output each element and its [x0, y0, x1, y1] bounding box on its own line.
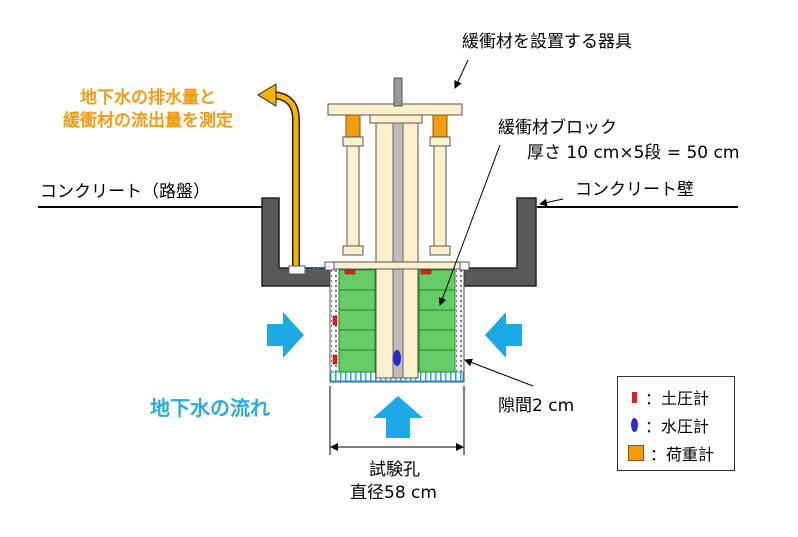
lid-clamp-right: [459, 261, 470, 271]
water-pressure-gauge-icon: [631, 418, 638, 432]
drain-inlet: [288, 265, 306, 275]
device-leader: [454, 59, 469, 89]
post-cap-right: [429, 136, 451, 147]
device-label: 緩衝材を設置する器具: [462, 32, 632, 52]
block-leader: [438, 144, 501, 306]
buffer-blocks: [338, 269, 456, 373]
flow-arrow-left: [267, 312, 304, 358]
pavement-label: コンクリート（路盤）: [40, 182, 210, 202]
legend-item-earth-pressure: ：土圧計: [628, 385, 709, 409]
block-label: 緩衝材ブロック: [498, 118, 617, 138]
water-pressure-gauge: [393, 350, 401, 366]
post-cap-left: [342, 136, 364, 147]
gap-leader: [464, 358, 534, 387]
post-left: [346, 145, 360, 247]
load-cell-right: [432, 114, 448, 138]
column-collar: [369, 114, 423, 124]
flow-label: 地下水の流れ: [150, 396, 270, 420]
wall-leader: [539, 198, 564, 207]
lid-plate: [329, 261, 465, 270]
hole-diameter: 直径58 cm: [350, 483, 437, 503]
drain-arrow-head: [257, 83, 277, 107]
center-rod: [392, 122, 404, 379]
measure-label-line2: 緩衝材の流出量を測定: [63, 111, 233, 131]
post-base-left: [342, 245, 364, 256]
earth-pressure-gauge-icon: [632, 391, 637, 403]
post-base-right: [429, 245, 451, 256]
load-cell-icon: [628, 445, 644, 461]
legend-item-load-cell: ：荷重計: [628, 441, 714, 465]
earth-pressure-gauges: [332, 269, 432, 365]
gap-right: [456, 270, 463, 378]
flow-arrow-up: [373, 396, 423, 438]
load-cell-left: [345, 114, 361, 138]
drain-hose: [304, 265, 331, 271]
flow-arrow-right: [485, 312, 522, 358]
wall-label: コンクリート壁: [575, 180, 694, 200]
legend-item-water-pressure: ：水圧計: [628, 413, 709, 437]
block-dims: 厚さ 10 cm×5段 = 50 cm: [527, 143, 740, 163]
gap-label: 隙間2 cm: [498, 396, 575, 416]
measure-label-line1: 地下水の排水量と: [80, 88, 216, 108]
post-right: [433, 145, 447, 247]
center-rod-top: [393, 77, 403, 107]
hole-label: 試験孔: [369, 460, 420, 480]
legend: ：土圧計 ：水圧計 ：荷重計: [617, 376, 735, 471]
